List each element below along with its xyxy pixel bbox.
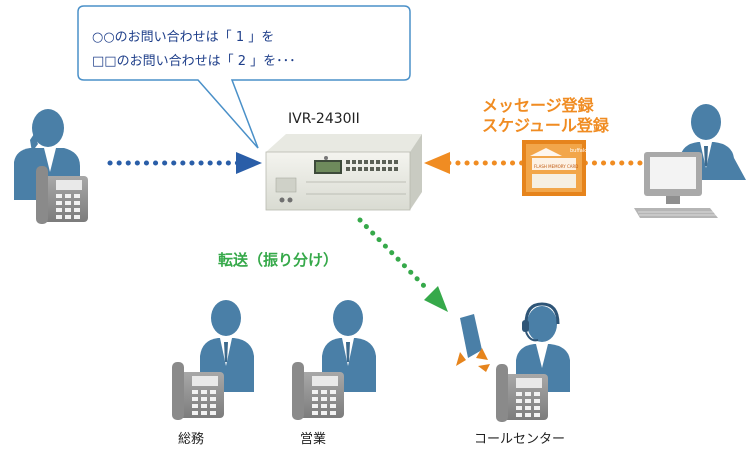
- bubble-line-1: ○○のお問い合わせは「 1 」を: [92, 30, 275, 45]
- bubble-line-2: □□のお問い合わせは「 2 」を･･･: [92, 54, 296, 69]
- transfer-label: 転送（振り分け）: [218, 251, 339, 269]
- call-center-label: コールセンター: [474, 432, 566, 447]
- card-brand: buffalo: [570, 148, 587, 154]
- transfer-arrow: [357, 217, 448, 312]
- speech-bubble: [77, 5, 411, 149]
- message-registration-label: メッセージ登録: [482, 96, 594, 115]
- headset-icon: [522, 302, 560, 342]
- inbound-call-arrow: [107, 152, 262, 174]
- card-text: FLASH MEMORY CARD: [534, 164, 578, 169]
- general-affairs-label: 総務: [178, 432, 205, 447]
- ivr-device-label: IVR-2430II: [288, 111, 360, 127]
- registration-arrow: [424, 152, 643, 174]
- computer-icon: [634, 152, 718, 218]
- sales-label: 営業: [300, 432, 327, 447]
- ivr-device-icon: [265, 134, 422, 211]
- ringing-phone-icon: [456, 314, 490, 372]
- schedule-registration-label: スケジュール登録: [482, 116, 609, 135]
- memory-card-icon: buffalo FLASH MEMORY CARD: [522, 140, 587, 196]
